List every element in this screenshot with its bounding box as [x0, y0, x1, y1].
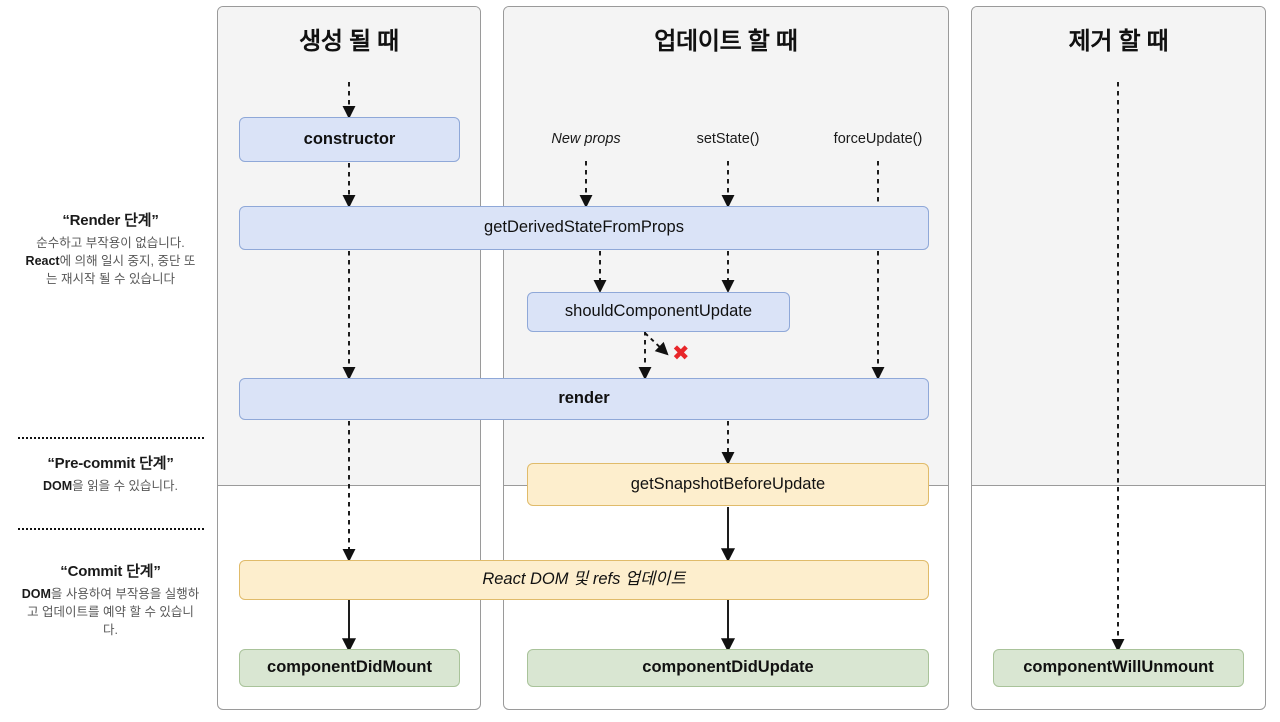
legend-title-commit: “Commit 단계”	[60, 563, 161, 580]
trigger-set-state: setState()	[696, 131, 760, 147]
legend-pre-commit-phase: “Pre-commit 단계” DOM을 읽을 수 있습니다.	[8, 452, 213, 496]
legend-desc-render: 순수하고 부작용이 없습니다. React에 의해 일시 중지, 중단 또는 재…	[25, 236, 196, 286]
column-title-unmounting: 제거 할 때	[1068, 28, 1169, 55]
abort-x-icon: ✖	[672, 342, 690, 365]
legend-title-render: “Render 단계”	[62, 212, 159, 229]
box-get-derived-state-from-props[interactable]: getDerivedStateFromProps	[239, 206, 929, 250]
legend-divider-top	[18, 437, 204, 439]
box-component-will-unmount[interactable]: componentWillUnmount	[993, 649, 1244, 687]
legend-render-phase: “Render 단계” 순수하고 부작용이 없습니다. React에 의해 일시…	[8, 209, 213, 288]
legend-desc-commit: DOM을 사용하여 부작용을 실행하고 업데이트를 예약 할 수 있습니다.	[21, 587, 200, 637]
legend-divider-bottom	[18, 528, 204, 530]
panel-unmounting: 제거 할 때	[971, 6, 1266, 710]
column-title-updating: 업데이트 할 때	[654, 28, 798, 55]
box-should-component-update[interactable]: shouldComponentUpdate	[527, 292, 790, 332]
box-get-snapshot-before-update[interactable]: getSnapshotBeforeUpdate	[527, 463, 929, 506]
box-component-did-update[interactable]: componentDidUpdate	[527, 649, 929, 687]
legend-commit-phase: “Commit 단계” DOM을 사용하여 부작용을 실행하고 업데이트를 예약…	[8, 560, 213, 639]
legend-title-pre-commit: “Pre-commit 단계”	[47, 455, 174, 472]
column-title-mounting: 생성 될 때	[299, 28, 399, 55]
panel-unmounting-render-shade	[972, 7, 1265, 486]
trigger-force-update: forceUpdate()	[833, 131, 923, 147]
box-component-did-mount[interactable]: componentDidMount	[239, 649, 460, 687]
box-render[interactable]: render	[239, 378, 929, 420]
panel-mounting: 생성 될 때	[217, 6, 481, 710]
box-constructor[interactable]: constructor	[239, 117, 460, 162]
trigger-new-props: New props	[551, 131, 621, 147]
panel-updating: 업데이트 할 때	[503, 6, 949, 710]
box-react-dom-and-refs-update[interactable]: React DOM 및 refs 업데이트	[239, 560, 929, 600]
legend-desc-pre-commit: DOM을 읽을 수 있습니다.	[42, 479, 179, 493]
